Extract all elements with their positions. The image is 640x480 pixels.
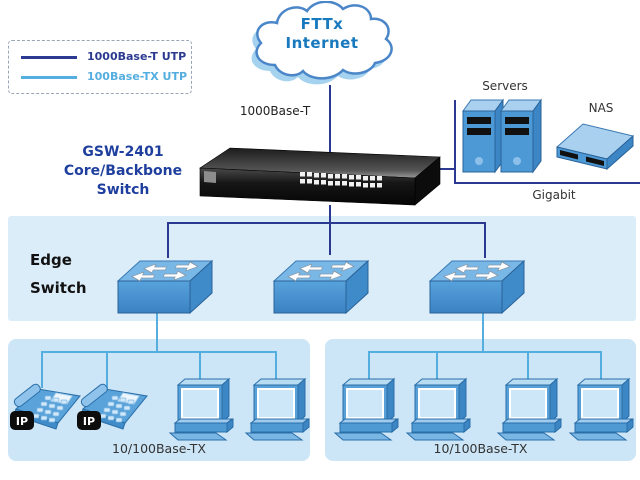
link-drop-pc6 [600, 351, 602, 383]
computer-icon [168, 378, 234, 441]
edge-switch-icon [116, 259, 213, 315]
link-drop-edge3 [484, 222, 486, 258]
link-drop-pc1 [199, 351, 201, 383]
link-lan-right-bus [368, 351, 602, 353]
computer-icon [333, 378, 399, 441]
internet-cloud-icon [251, 1, 393, 85]
link-edge-bus [167, 222, 486, 224]
edge-switch-icon [272, 259, 369, 315]
edge-switch-icon [428, 259, 525, 315]
link-lan-left-bus [41, 351, 277, 353]
legend-item-1000baset: 1000Base-T UTP [9, 49, 191, 65]
server-tower-icon [500, 98, 542, 174]
internet-cloud-label: FTTx Internet [285, 15, 359, 52]
lan-left-speed-label: 10/100Base-TX [112, 441, 206, 456]
nas-icon [555, 123, 635, 171]
link-gigabit-bus [454, 182, 640, 184]
core-switch-icon [199, 147, 441, 206]
legend-item-100basetx: 100Base-TX UTP [9, 69, 191, 85]
gigabit-label: Gigabit [532, 188, 576, 202]
link-core-to-servers [425, 168, 456, 170]
computer-icon [405, 378, 471, 441]
ip-badge: IP [10, 411, 34, 430]
link-cloud-to-core [329, 85, 331, 152]
legend-label-100basetx: 100Base-TX UTP [87, 70, 188, 83]
legend: 1000Base-T UTP 100Base-TX UTP [8, 40, 192, 94]
ip-badge: IP [77, 411, 101, 430]
legend-label-1000baset: 1000Base-T UTP [87, 50, 187, 63]
legend-swatch-1000baset [21, 56, 77, 59]
edge-switch-zone-label: Edge Switch [30, 251, 87, 297]
svg-text:IP: IP [83, 415, 95, 428]
link-edge3-down [482, 313, 484, 353]
link-drop-pc5 [527, 351, 529, 383]
lan-right-speed-label: 10/100Base-TX [433, 441, 528, 456]
link-edge1-down [156, 313, 158, 353]
server-tower-icon [462, 98, 504, 174]
link-drop-pc2 [275, 351, 277, 383]
link-drop-pc3 [368, 351, 370, 383]
ip-phone-icon: IP [77, 383, 148, 430]
legend-swatch-100basetx [21, 76, 77, 79]
computer-icon [244, 378, 310, 441]
nas-label: NAS [588, 101, 614, 115]
ip-phone-icon: IP [10, 383, 81, 430]
link-drop-edge1 [167, 222, 169, 258]
computer-icon [496, 378, 562, 441]
link-servers-vertical [454, 100, 456, 184]
uplink-speed-label: 1000Base-T [239, 104, 311, 118]
servers-label: Servers [482, 79, 528, 93]
computer-icon [568, 378, 634, 441]
core-switch-label: GSW-2401 Core/Backbone Switch [63, 144, 183, 198]
link-drop-phone2 [106, 351, 108, 388]
link-drop-pc4 [436, 351, 438, 383]
link-drop-edge2 [329, 222, 331, 255]
link-core-down [329, 205, 331, 224]
svg-text:IP: IP [16, 415, 28, 428]
link-drop-phone1 [41, 351, 43, 388]
